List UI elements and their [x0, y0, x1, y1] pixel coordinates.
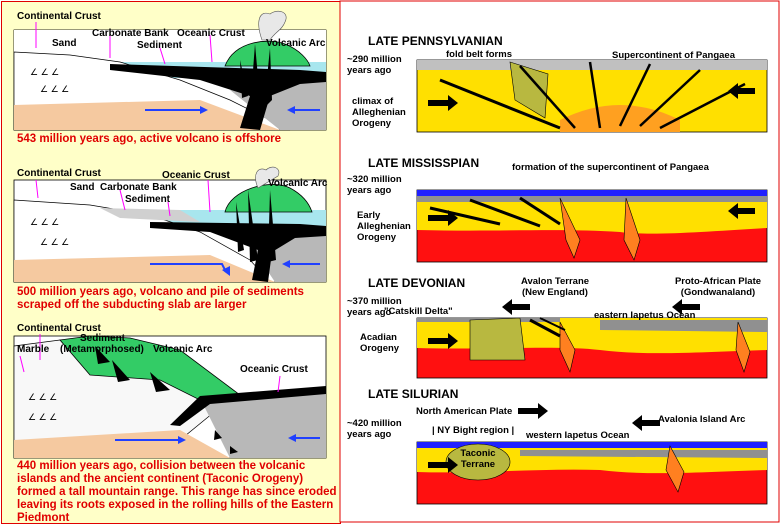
devonian-title: LATE DEVONIAN [368, 276, 466, 290]
taconic-terrane-label: Taconic Terrane [460, 448, 496, 470]
pennsylvanian-title: LATE PENNSYLVANIAN [368, 34, 503, 48]
p2-sediment-label: Sediment [125, 194, 171, 205]
pangaea-formation-label: formation of the supercontinent of Panga… [512, 162, 709, 173]
p2-volcanic-arc-label: Volcanic Arc [268, 178, 328, 189]
mississippian-event: Early Alleghenian Orogeny [357, 210, 411, 243]
p3-continental-crust-label: Continental Crust [17, 323, 101, 334]
p3-marble-label: Marble [17, 344, 50, 355]
mississippian-cross-section [416, 189, 768, 263]
devonian-age: ~370 million years ago [347, 296, 402, 318]
svg-text:∠ ∠ ∠: ∠ ∠ ∠ [28, 412, 57, 422]
eastern-iapetus-label: eastern Iapetus Ocean [594, 310, 696, 321]
p1-sediment-label: Sediment [137, 40, 183, 51]
silurian-title: LATE SILURIAN [368, 387, 459, 401]
panel-500ma-cross-section: ∠ ∠ ∠ ∠ ∠ ∠ [13, 166, 327, 283]
p2-oceanic-crust-label: Oceanic Crust [162, 170, 230, 181]
pennsylvanian-cross-section [416, 59, 768, 133]
north-american-plate-label: North American Plate [416, 406, 513, 417]
silurian-cross-section [416, 403, 768, 505]
p1-continental-crust-label: Continental Crust [17, 11, 101, 22]
svg-text:∠ ∠ ∠: ∠ ∠ ∠ [30, 217, 59, 227]
p1-sand-label: Sand [52, 38, 77, 49]
p3-sediment-label: Sediment [80, 333, 126, 344]
panel-543ma-cross-section: ∠ ∠ ∠ ∠ ∠ ∠ [13, 10, 327, 131]
western-iapetus-label: western Iapetus Ocean [526, 430, 630, 441]
devonian-event: Acadian Orogeny [360, 332, 400, 354]
avalonia-arc-label: Avalonia Island Arc [658, 414, 746, 425]
fold-belt-label: fold belt forms [446, 49, 512, 60]
svg-text:∠ ∠ ∠: ∠ ∠ ∠ [28, 392, 57, 402]
p1-carbonate-bank-label: Carbonate Bank [92, 28, 169, 39]
p2-continental-crust-label: Continental Crust [17, 168, 101, 179]
mississippian-age: ~320 million years ago [347, 174, 402, 196]
pangaea-label: Supercontinent of Pangaea [612, 50, 735, 61]
pennsylvanian-event: climax of Alleghenian Orogeny [352, 96, 406, 129]
p1-volcanic-arc-label: Volcanic Arc [266, 38, 326, 49]
panel-440ma-cross-section: ∠ ∠ ∠ ∠ ∠ ∠ [13, 334, 327, 459]
p2-caption: 500 million years ago, volcano and pile … [17, 286, 304, 311]
ny-bight-label: | NY Bight region | [432, 425, 515, 436]
pennsylvanian-age: ~290 million years ago [347, 54, 402, 76]
svg-text:∠ ∠ ∠: ∠ ∠ ∠ [40, 84, 69, 94]
catskill-delta-label: "Catskill Delta" [384, 306, 453, 317]
p1-oceanic-crust-label: Oceanic Crust [177, 28, 245, 39]
avalon-terrane-label: Avalon Terrane (New England) [520, 276, 590, 298]
mississippian-title: LATE MISSISSPIAN [368, 156, 480, 170]
p3-volcanic-arc-label: Volcanic Arc [153, 344, 213, 355]
silurian-age: ~420 million years ago [347, 418, 402, 440]
p2-carbonate-bank-label: Carbonate Bank [100, 182, 177, 193]
svg-text:∠ ∠ ∠: ∠ ∠ ∠ [30, 67, 59, 77]
proto-african-label: Proto-African Plate (Gondwanaland) [674, 276, 762, 298]
p2-sand-label: Sand [70, 182, 95, 193]
p3-oceanic-crust-label: Oceanic Crust [240, 364, 308, 375]
p1-caption: 543 million years ago, active volcano is… [17, 133, 281, 145]
svg-text:∠ ∠ ∠: ∠ ∠ ∠ [40, 237, 69, 247]
p3-metamorphosed-label: (Metamorphosed) [60, 344, 144, 355]
devonian-cross-section [416, 299, 768, 379]
p3-caption: 440 million years ago, collision between… [17, 460, 337, 524]
